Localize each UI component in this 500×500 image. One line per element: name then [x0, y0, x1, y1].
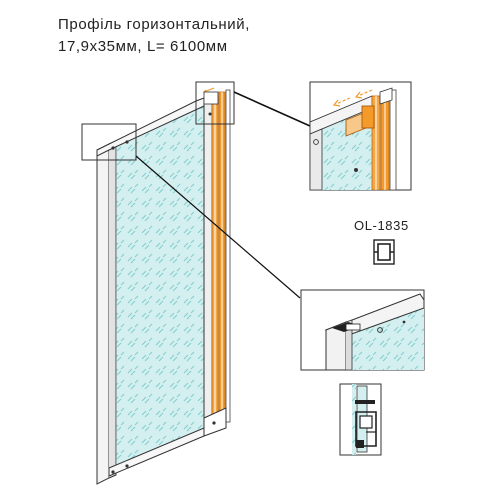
- title-line-2: 17,9х35мм, L= 6100мм: [58, 38, 228, 55]
- detail-view-profile-section: [339, 383, 382, 456]
- orange-vertical-profile: [211, 89, 231, 427]
- leader-line-top: [233, 91, 311, 127]
- screw-bottom-left: [111, 470, 115, 474]
- leader-line-bottom: [135, 155, 301, 299]
- glass-pane: [115, 103, 207, 471]
- detail-box-top-right: [195, 81, 235, 125]
- profile-code-label: OL-1835: [354, 218, 409, 233]
- screw-top-mid: [125, 140, 129, 144]
- detail-box-top-left: [81, 123, 137, 161]
- screw-top-left: [111, 146, 115, 150]
- main-door-panel: [96, 89, 231, 485]
- diagram-title: Профіль горизонтальний, 17,9х35мм, L= 61…: [58, 14, 478, 58]
- detail-view-corner-joint: [300, 289, 425, 371]
- detail-view-top-connector: [309, 81, 412, 191]
- profile-cross-section-icon: [373, 239, 395, 265]
- screw-bottom-mid: [125, 464, 129, 468]
- title-line-1: Профіль горизонтальний,: [58, 16, 251, 33]
